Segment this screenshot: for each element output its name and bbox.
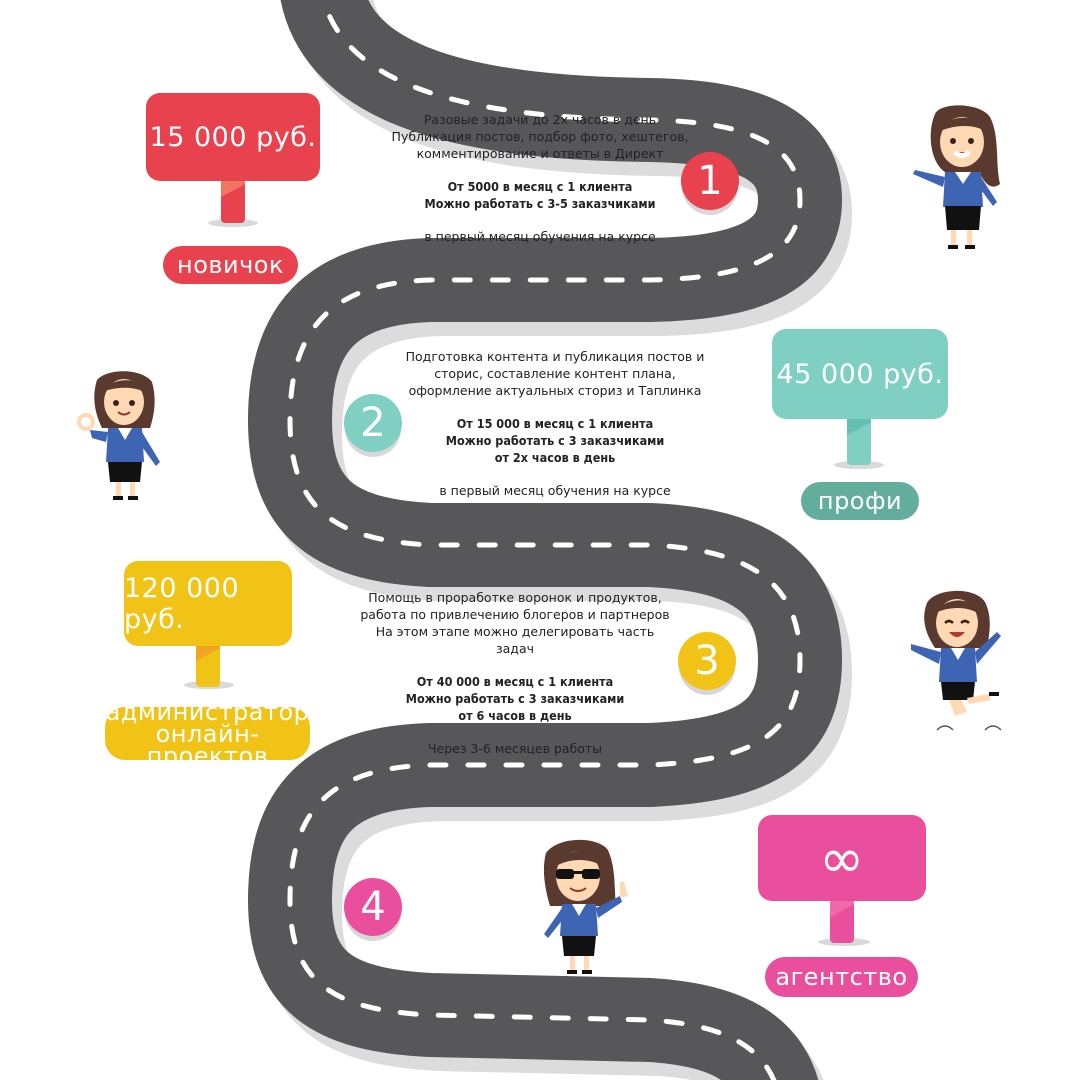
stage-2-hours: от 2х часов в день bbox=[494, 450, 616, 465]
sign-post bbox=[196, 643, 220, 687]
girl-sunglasses-figure bbox=[543, 839, 628, 974]
stage-1-line: комментирование и ответы в Директ bbox=[416, 146, 664, 161]
stage-2-note: в первый месяц обучения на курсе bbox=[439, 483, 671, 498]
stage-1-line: Разовые задачи до 2х часов в день bbox=[423, 112, 657, 127]
stage-2-label: профи bbox=[801, 482, 919, 520]
stage-2-line: Подготовка контента и публикация постов … bbox=[405, 349, 705, 364]
stage-3-line: На этом этапе можно делегировать часть з… bbox=[375, 624, 655, 656]
stage-3-number-badge: 3 bbox=[678, 632, 736, 690]
sign-post bbox=[830, 899, 854, 943]
sign-post bbox=[221, 179, 245, 223]
stage-3-price: 120 000 руб. bbox=[124, 561, 292, 646]
stage-3-clients: Можно работать с 3 заказчиками bbox=[405, 691, 625, 706]
stage-4-label: агентство bbox=[765, 957, 918, 997]
stage-2-income: От 15 000 в месяц с 1 клиента bbox=[456, 416, 654, 431]
stage-3-line: работа по привлечению блогеров и партнер… bbox=[360, 607, 670, 622]
stage-2-clients: Можно работать с 3 заказчиками bbox=[445, 433, 665, 448]
stage-1-description: Разовые задачи до 2х часов в день Публик… bbox=[385, 111, 695, 245]
stage-1-clients: Можно работать с 3-5 заказчиками bbox=[424, 196, 656, 211]
stage-4-price: ∞ bbox=[758, 815, 926, 901]
stage-1-line: Публикация постов, подбор фото, хештегов… bbox=[391, 129, 689, 144]
stage-3-income: От 40 000 в месяц с 1 клиента bbox=[416, 674, 614, 689]
road-lane-markings bbox=[287, 0, 803, 1080]
sign-post bbox=[847, 417, 871, 465]
girl-ok-sign-figure bbox=[77, 371, 160, 500]
stage-1-label: новичок bbox=[163, 246, 298, 284]
stage-3-label-line: онлайн-проектов bbox=[146, 719, 269, 770]
stage-2-number-badge: 2 bbox=[344, 394, 402, 452]
stage-1-income: От 5000 в месяц с 1 клиента bbox=[447, 179, 633, 194]
stage-3-description: Помощь в проработке воронок и продуктов,… bbox=[355, 589, 675, 757]
stage-4-number-badge: 4 bbox=[344, 878, 402, 936]
stage-2-price: 45 000 руб. bbox=[772, 329, 948, 419]
stage-2-description: Подготовка контента и публикация постов … bbox=[400, 348, 710, 499]
stage-3-hours: от 6 часов в день bbox=[458, 708, 572, 723]
stage-1-number-badge: 1 bbox=[681, 152, 739, 210]
stage-3-label-line: администратор bbox=[105, 697, 310, 726]
stage-1-note: в первый месяц обучения на курсе bbox=[424, 229, 656, 244]
girl-waving-figure bbox=[913, 105, 1000, 249]
stage-2-line: оформление актуальных сториз и Таплинка bbox=[408, 383, 702, 398]
stage-3-label: администратор онлайн-проектов bbox=[105, 700, 310, 768]
stage-1-price: 15 000 руб. bbox=[146, 93, 320, 181]
stage-3-note: Через 3-6 месяцев работы bbox=[427, 741, 603, 756]
stage-3-line: Помощь в проработке воронок и продуктов, bbox=[368, 590, 662, 605]
stage-2-line: сторис, составление контент плана, bbox=[434, 366, 676, 381]
girl-jumping-figure bbox=[911, 590, 1002, 731]
